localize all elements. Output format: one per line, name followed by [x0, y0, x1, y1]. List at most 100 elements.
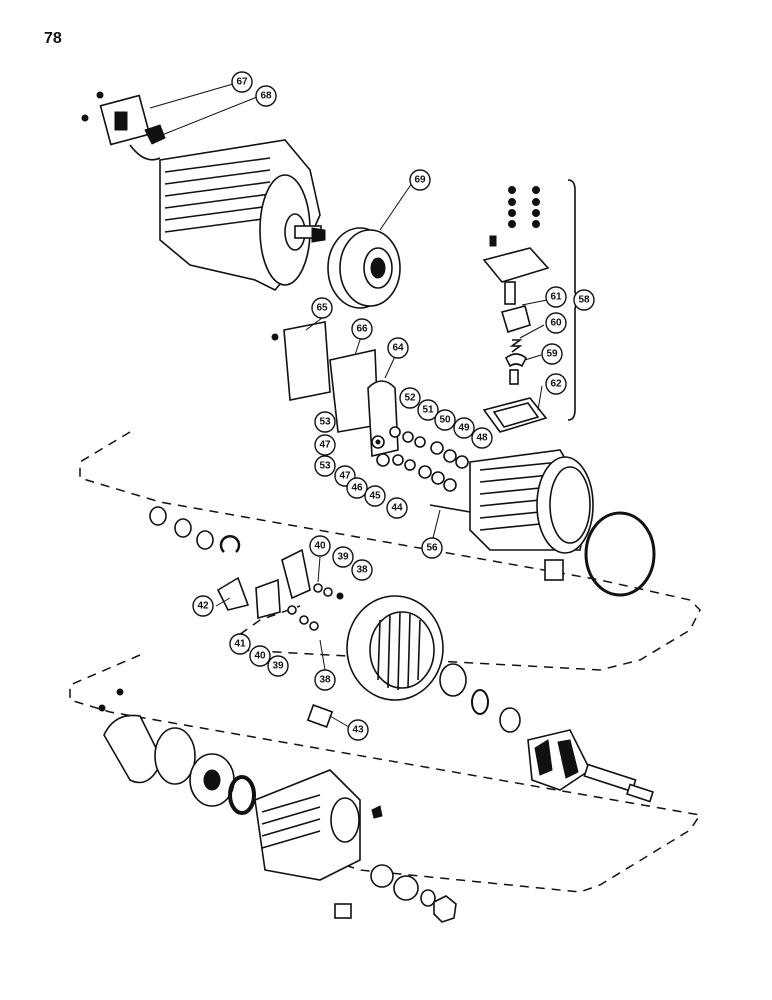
callout-label: 46 [351, 483, 363, 494]
callout-39: 39 [332, 546, 354, 568]
callout-circle [351, 559, 373, 581]
callout-label: 38 [319, 675, 331, 686]
callout-circle [545, 286, 567, 308]
callout-circle [332, 546, 354, 568]
pulley [327, 227, 401, 309]
callout-56: 56 [421, 537, 443, 559]
page-number: 78 [44, 30, 62, 47]
rotor [527, 729, 654, 803]
callout-label: 65 [316, 303, 328, 314]
o-ring [584, 511, 656, 597]
callout-label: 52 [404, 393, 416, 404]
callout-45: 45 [364, 485, 386, 507]
callout-52: 52 [399, 387, 421, 409]
terminal-hardware [371, 426, 471, 513]
callout-circle [386, 497, 408, 519]
callout-label: 53 [319, 417, 331, 428]
callout-53: 53 [314, 411, 336, 433]
callout-circle [347, 719, 369, 741]
callout-circle [314, 411, 336, 433]
callout-67: 67 [231, 71, 253, 93]
callout-65: 65 [311, 297, 333, 319]
callout-circle [229, 633, 251, 655]
left-washers [149, 506, 241, 553]
callout-label: 66 [356, 324, 368, 335]
callout-51: 51 [417, 399, 439, 421]
callout-53: 53 [314, 455, 336, 477]
callout-label: 41 [234, 639, 246, 650]
callout-circle [573, 289, 595, 311]
callout-circle [314, 669, 336, 691]
callout-circle [255, 85, 277, 107]
callout-circle [545, 373, 567, 395]
callout-58: 58 [573, 289, 595, 311]
callout-61: 61 [545, 286, 567, 308]
callout-circle [267, 655, 289, 677]
alternator-assembly-top [159, 139, 326, 291]
callout-circle [545, 312, 567, 334]
callout-label: 56 [426, 543, 438, 554]
callout-label: 48 [476, 433, 488, 444]
callout-41: 41 [229, 633, 251, 655]
callout-62: 62 [545, 373, 567, 395]
callout-label: 49 [458, 423, 470, 434]
rectifier-parts [216, 548, 344, 631]
assembly-dashed-outline-lower [69, 654, 702, 893]
callout-circle [434, 409, 456, 431]
callout-40: 40 [309, 535, 331, 557]
callout-circle [314, 434, 336, 456]
callout-circle [471, 427, 493, 449]
callout-circle [309, 535, 331, 557]
part-callouts: 67 68 69 58 61 60 59 62 65 66 64 52 51 50 49 48 53 47 53 47… [192, 71, 595, 741]
callout-circle [364, 485, 386, 507]
lower-washers-nut [370, 864, 457, 923]
callout-circle [421, 537, 443, 559]
callout-69: 69 [409, 169, 431, 191]
callout-38: 38 [351, 559, 373, 581]
callout-label: 67 [236, 77, 248, 88]
callout-circle [453, 417, 475, 439]
stator-core [346, 595, 444, 701]
callout-label: 50 [439, 415, 451, 426]
callout-44: 44 [386, 497, 408, 519]
brush-holder-kit [482, 179, 585, 421]
callout-66: 66 [351, 318, 373, 340]
callout-40: 40 [249, 645, 271, 667]
callout-circle [231, 71, 253, 93]
callout-50: 50 [434, 409, 456, 431]
callout-circle [346, 477, 368, 499]
end-frame-lower [98, 688, 383, 919]
callout-label: 60 [550, 318, 562, 329]
callout-49: 49 [453, 417, 475, 439]
callout-42: 42 [192, 595, 214, 617]
callout-39: 39 [267, 655, 289, 677]
callout-circle [417, 399, 439, 421]
callout-label: 62 [550, 379, 562, 390]
callout-circle [541, 343, 563, 365]
callout-59: 59 [541, 343, 563, 365]
callout-label: 58 [578, 295, 590, 306]
callout-label: 39 [337, 552, 349, 563]
callout-label: 47 [339, 471, 351, 482]
callout-label: 68 [260, 91, 272, 102]
callout-46: 46 [346, 477, 368, 499]
bearing-bushings [306, 663, 521, 733]
callout-circle [192, 595, 214, 617]
callout-label: 44 [391, 503, 403, 514]
callout-label: 47 [319, 440, 331, 451]
callout-circle [399, 387, 421, 409]
callout-circle [314, 455, 336, 477]
callout-circle [351, 318, 373, 340]
callout-circle [409, 169, 431, 191]
callout-label: 53 [319, 461, 331, 472]
callout-label: 40 [254, 651, 266, 662]
callout-label: 40 [314, 541, 326, 552]
callout-circle [387, 337, 409, 359]
callout-47: 47 [314, 434, 336, 456]
callout-label: 51 [422, 405, 434, 416]
callout-68: 68 [255, 85, 277, 107]
callout-43: 43 [347, 719, 369, 741]
callout-64: 64 [387, 337, 409, 359]
callout-label: 59 [546, 349, 558, 360]
gasket [482, 397, 548, 433]
